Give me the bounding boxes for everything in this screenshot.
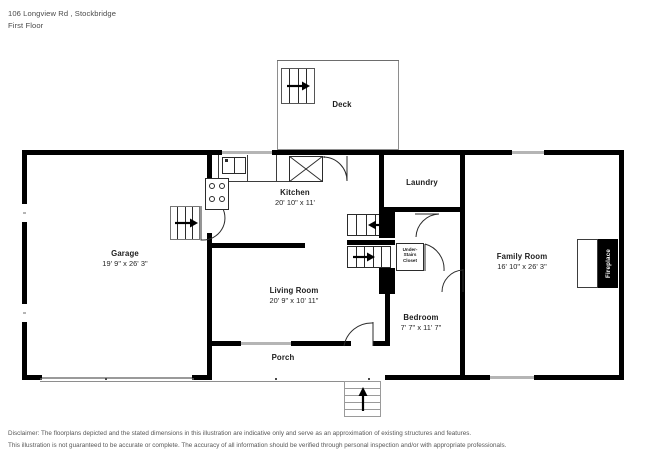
stairs-landing-bar: [347, 240, 395, 245]
room-label-bedroom: Bedroom 7' 7" x 11' 7": [400, 313, 442, 333]
porch-post-5: [368, 378, 370, 380]
room-label-kitchen: Kitchen 20' 10" x 11': [274, 188, 316, 208]
kitchen-counter-top: [218, 155, 219, 182]
closet-door-swing-icon: [424, 243, 445, 272]
wall-garage-right-mid: [207, 233, 212, 380]
room-label-living-room: Living Room 20' 9" x 10' 11": [269, 286, 319, 306]
wall-left-upper: [22, 150, 27, 204]
porch-post-3: [192, 378, 194, 380]
room-label-deck: Deck: [332, 100, 352, 109]
wall-left-mid: [22, 222, 27, 304]
wall-bedroom-left: [385, 294, 390, 346]
porch-post-4: [275, 378, 277, 380]
wall-bottom-family-right: [534, 375, 624, 380]
fireplace-label: Fireplace: [604, 249, 612, 278]
room-label-family-room: Family Room 16' 10" x 26' 3": [496, 252, 548, 272]
wall-laundry-right: [460, 150, 465, 212]
fireplace-block: Fireplace: [598, 239, 618, 288]
window-left-lower-line: [23, 312, 26, 314]
range-burner-1: [209, 183, 215, 189]
window-left-upper-line: [23, 212, 26, 214]
disclaimer-line-1: Disclaimer: The floorplans depicted and …: [8, 430, 472, 437]
wall-bottom-family-left: [462, 375, 490, 380]
floor-label: First Floor: [8, 20, 44, 30]
kitchen-pantry-x-icon: [289, 156, 323, 182]
room-label-garage: Garage 19' 9" x 26' 3": [102, 249, 148, 269]
wall-bottom-garage-right: [192, 375, 212, 380]
family-room-door-swing-icon: [441, 269, 464, 293]
porch-post-1: [40, 378, 42, 380]
living-front-door-opening: [351, 341, 373, 346]
kitchen-deck-door-swing-icon: [323, 156, 348, 182]
kitchen-sink-faucet: [225, 159, 228, 162]
wall-living-bottom-left: [207, 341, 241, 346]
kitchen-sink-divider: [234, 157, 235, 174]
range-burner-2: [219, 183, 225, 189]
wall-bottom-family-window: [490, 376, 534, 379]
garage-entry-direction-arrow: [175, 218, 198, 228]
stairs-lower-direction-arrow: [353, 252, 375, 262]
wall-laundry-bottom: [379, 207, 465, 212]
porch-steps-direction-arrow: [358, 387, 368, 411]
wall-living-top: [207, 243, 305, 248]
wall-top-kitchen-left: [212, 150, 222, 155]
stairs-upper-direction-arrow: [368, 220, 391, 230]
wall-right-exterior: [619, 150, 624, 380]
front-door-swing-icon: [343, 322, 374, 347]
wall-bedroom-bottom: [385, 375, 465, 380]
disclaimer-line-2: This illustration is not guaranteed to b…: [8, 441, 507, 449]
living-bottom-window: [241, 342, 291, 345]
wall-top-family-window: [512, 151, 544, 154]
wall-top-garage: [22, 150, 212, 155]
kitchen-counter-run2: [247, 155, 248, 182]
room-label-laundry: Laundry: [406, 178, 438, 187]
wall-top-laundry: [384, 150, 464, 155]
porch-bottom-edge: [40, 381, 370, 382]
kitchen-counter-run3: [276, 155, 277, 182]
wall-laundry-left: [379, 150, 384, 212]
closet-label-line3: Closet: [402, 257, 418, 263]
under-stairs-closet-box: [396, 243, 424, 271]
wall-living-bottom-mid: [291, 341, 351, 346]
under-stairs-closet-label: Under- Stairs Closet: [396, 247, 424, 263]
room-label-porch: Porch: [271, 353, 295, 362]
wall-top-kitchen-mid: [272, 150, 384, 155]
fireplace-hearth-outline: [577, 239, 598, 288]
garage-door-swing-icon: [200, 206, 226, 241]
kitchen-range: [205, 178, 229, 210]
garage-door: [42, 377, 192, 379]
range-burner-4: [219, 196, 225, 202]
disclaimer: Disclaimer: The floorplans depicted and …: [8, 428, 506, 451]
wall-top-family-left: [464, 150, 512, 155]
wall-bedroom-right: [460, 212, 465, 380]
property-address: 106 Longview Rd , Stockbridge: [8, 9, 117, 18]
wall-left-lower: [22, 322, 27, 380]
closet-label-line2: Stairs: [403, 252, 417, 258]
porch-post-2: [105, 378, 107, 380]
wall-top-kitchen-window: [222, 151, 272, 154]
wall-bottom-garage-left: [22, 375, 42, 380]
deck-top-edge: [277, 60, 399, 61]
laundry-door-swing-icon: [415, 213, 440, 238]
plan-header: 106 Longview Rd , Stockbridge First Floo…: [8, 8, 116, 32]
wall-garage-right-upper: [207, 150, 212, 202]
wall-living-bottom-right: [373, 341, 385, 346]
wall-top-family-right: [544, 150, 624, 155]
deck-steps-direction-arrow: [287, 81, 310, 91]
stairs-lower-black-end: [379, 268, 395, 294]
closet-label-line1: Under-: [402, 247, 418, 252]
range-burner-3: [209, 196, 215, 202]
